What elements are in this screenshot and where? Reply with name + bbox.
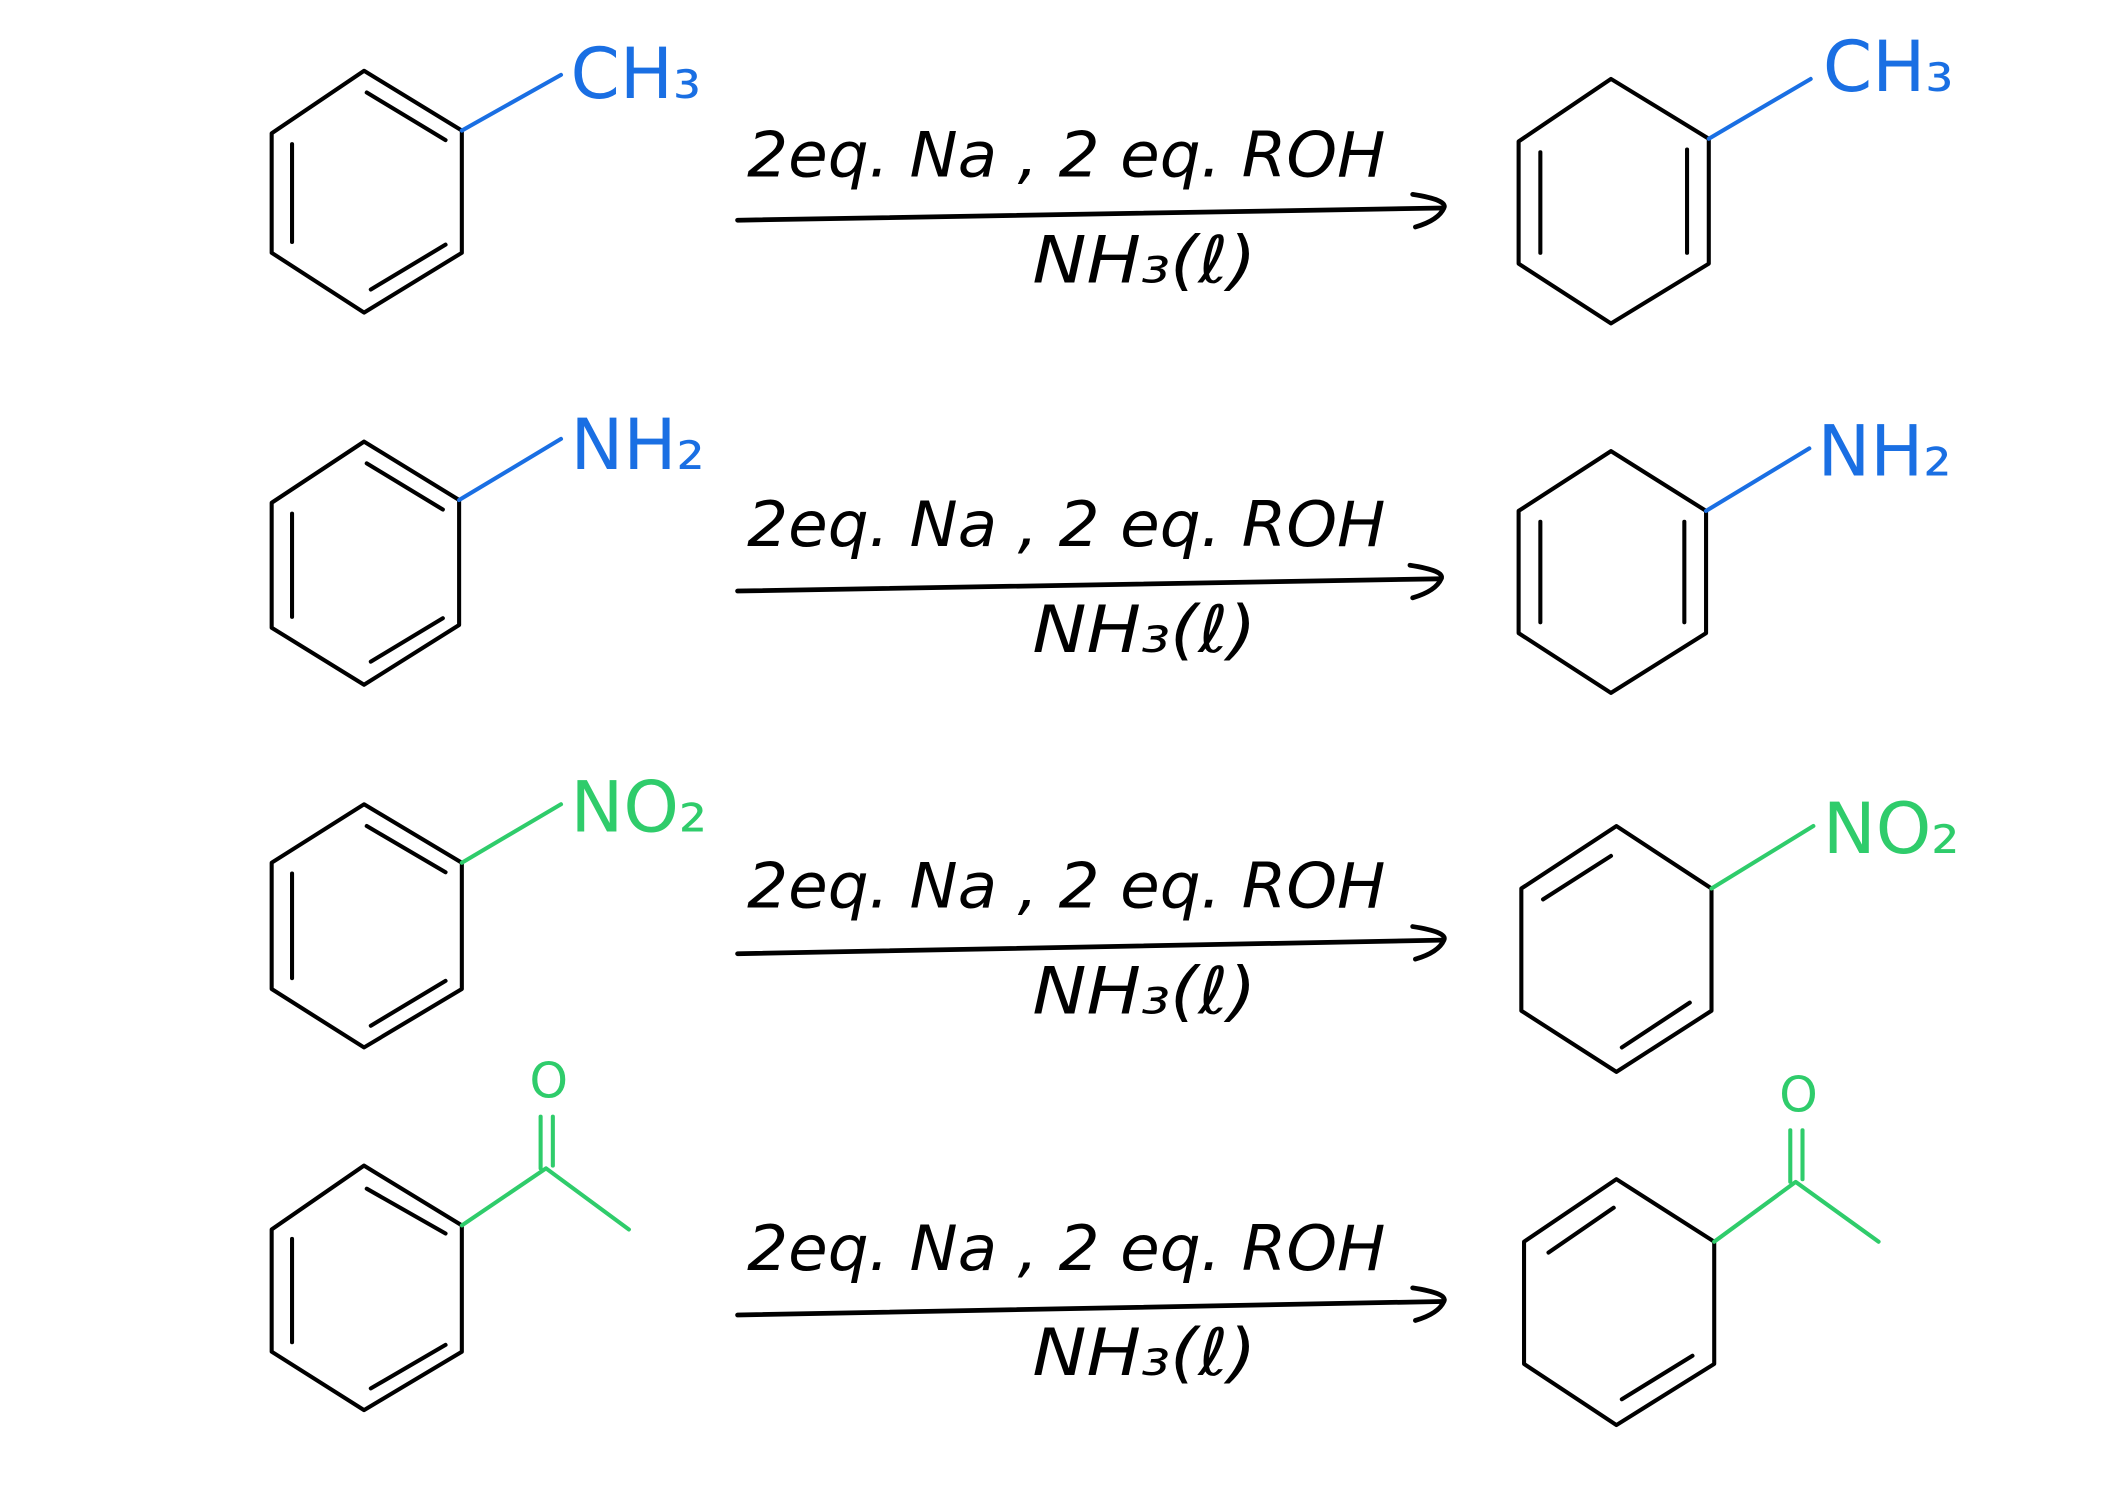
reaction-row-1: CH₃ 2eq. Na , 2 eq. ROH NH₃(ℓ) CH₃ bbox=[269, 25, 1954, 326]
substituent-bond bbox=[457, 436, 564, 503]
arrow-shaft bbox=[735, 205, 1445, 223]
double-bond-line bbox=[364, 90, 448, 143]
arrow-shaft bbox=[735, 1299, 1445, 1318]
benzene-ring bbox=[269, 439, 462, 687]
arrow-head bbox=[1407, 562, 1444, 601]
substituent-bond bbox=[459, 72, 564, 133]
arrow-shaft bbox=[735, 937, 1445, 957]
substituent-label: NH₂ bbox=[571, 403, 705, 486]
cyclohexadiene-ring bbox=[1516, 449, 1709, 695]
product-1-structure: CH₃ bbox=[1516, 25, 1954, 326]
reagents-above-arrow: 2eq. Na , 2 eq. ROH bbox=[747, 119, 1385, 192]
reactant-2-aniline-structure: NH₂ bbox=[269, 403, 705, 687]
arrow-head bbox=[1410, 924, 1447, 962]
product-4-structure: O bbox=[1522, 1066, 1881, 1428]
reactant-4-acetophenone-structure: O bbox=[269, 1053, 631, 1413]
double-bond-line bbox=[1546, 1205, 1616, 1255]
substituent-bond bbox=[1706, 76, 1813, 141]
double-bond-line bbox=[1619, 1353, 1695, 1402]
acetyl-chain-bond bbox=[459, 1166, 631, 1232]
double-bond-line bbox=[364, 1186, 448, 1236]
reaction-row-2: NH₂ 2eq. Na , 2 eq. ROH NH₃(ℓ) NH₂ bbox=[269, 403, 1952, 695]
reagents-above-arrow: 2eq. Na , 2 eq. ROH bbox=[747, 850, 1385, 923]
substituent-label: CH₃ bbox=[571, 32, 702, 115]
double-bond-line bbox=[368, 242, 448, 292]
arrow-head bbox=[1410, 1285, 1447, 1323]
reaction-arrow-1 bbox=[735, 192, 1447, 230]
reactant-1-toluene-structure: CH₃ bbox=[269, 32, 702, 315]
substituent-label: CH₃ bbox=[1823, 25, 1954, 108]
product-3-structure: NO₂ bbox=[1519, 787, 1960, 1074]
double-bond-line bbox=[364, 461, 445, 512]
reactant-3-nitrobenzene-structure: NO₂ bbox=[269, 765, 708, 1050]
acetyl-chain-bond bbox=[1712, 1179, 1881, 1244]
carbonyl-oxygen-label: O bbox=[530, 1053, 568, 1110]
cyclohexadiene-ring bbox=[1522, 1177, 1717, 1428]
double-bond-line bbox=[364, 823, 448, 875]
substituent-label: NO₂ bbox=[571, 765, 708, 848]
arrow-head bbox=[1410, 192, 1447, 230]
solvent-below-arrow: NH₃(ℓ) bbox=[1032, 1315, 1256, 1391]
cyclohexadiene-ring bbox=[1519, 823, 1714, 1074]
substituent-label: NH₂ bbox=[1817, 410, 1951, 493]
double-bond-line bbox=[1619, 1000, 1692, 1050]
substituent-bond bbox=[1709, 823, 1816, 891]
benzene-ring bbox=[269, 802, 464, 1050]
double-bond-line bbox=[368, 1342, 448, 1391]
substituent-bond bbox=[459, 802, 564, 865]
solvent-below-arrow: NH₃(ℓ) bbox=[1032, 223, 1256, 299]
reaction-arrow-4 bbox=[735, 1285, 1447, 1323]
solvent-below-arrow: NH₃(ℓ) bbox=[1032, 953, 1256, 1029]
product-2-structure: NH₂ bbox=[1516, 410, 1952, 695]
double-bond-line bbox=[1541, 853, 1614, 902]
double-bond-line bbox=[368, 978, 448, 1028]
benzene-ring bbox=[269, 1163, 464, 1413]
reagents-above-arrow: 2eq. Na , 2 eq. ROH bbox=[747, 488, 1385, 561]
reagents-above-arrow: 2eq. Na , 2 eq. ROH bbox=[747, 1212, 1385, 1285]
substituent-label: NO₂ bbox=[1823, 787, 1960, 870]
reaction-arrow-2 bbox=[735, 562, 1444, 601]
solvent-below-arrow: NH₃(ℓ) bbox=[1032, 592, 1256, 668]
benzene-ring bbox=[269, 68, 464, 315]
carbonyl-oxygen-label: O bbox=[1779, 1066, 1817, 1123]
cyclohexadiene-ring bbox=[1516, 76, 1711, 326]
substituent-bond bbox=[1704, 446, 1812, 513]
reaction-row-3: NO₂ 2eq. Na , 2 eq. ROH NH₃(ℓ) NO₂ bbox=[269, 765, 1960, 1074]
reaction-arrow-3 bbox=[735, 924, 1447, 962]
double-bond-line bbox=[368, 616, 445, 664]
arrow-shaft bbox=[735, 576, 1443, 594]
reaction-row-4: O 2eq. Na , 2 eq. ROH NH₃(ℓ) O bbox=[269, 1053, 1881, 1428]
